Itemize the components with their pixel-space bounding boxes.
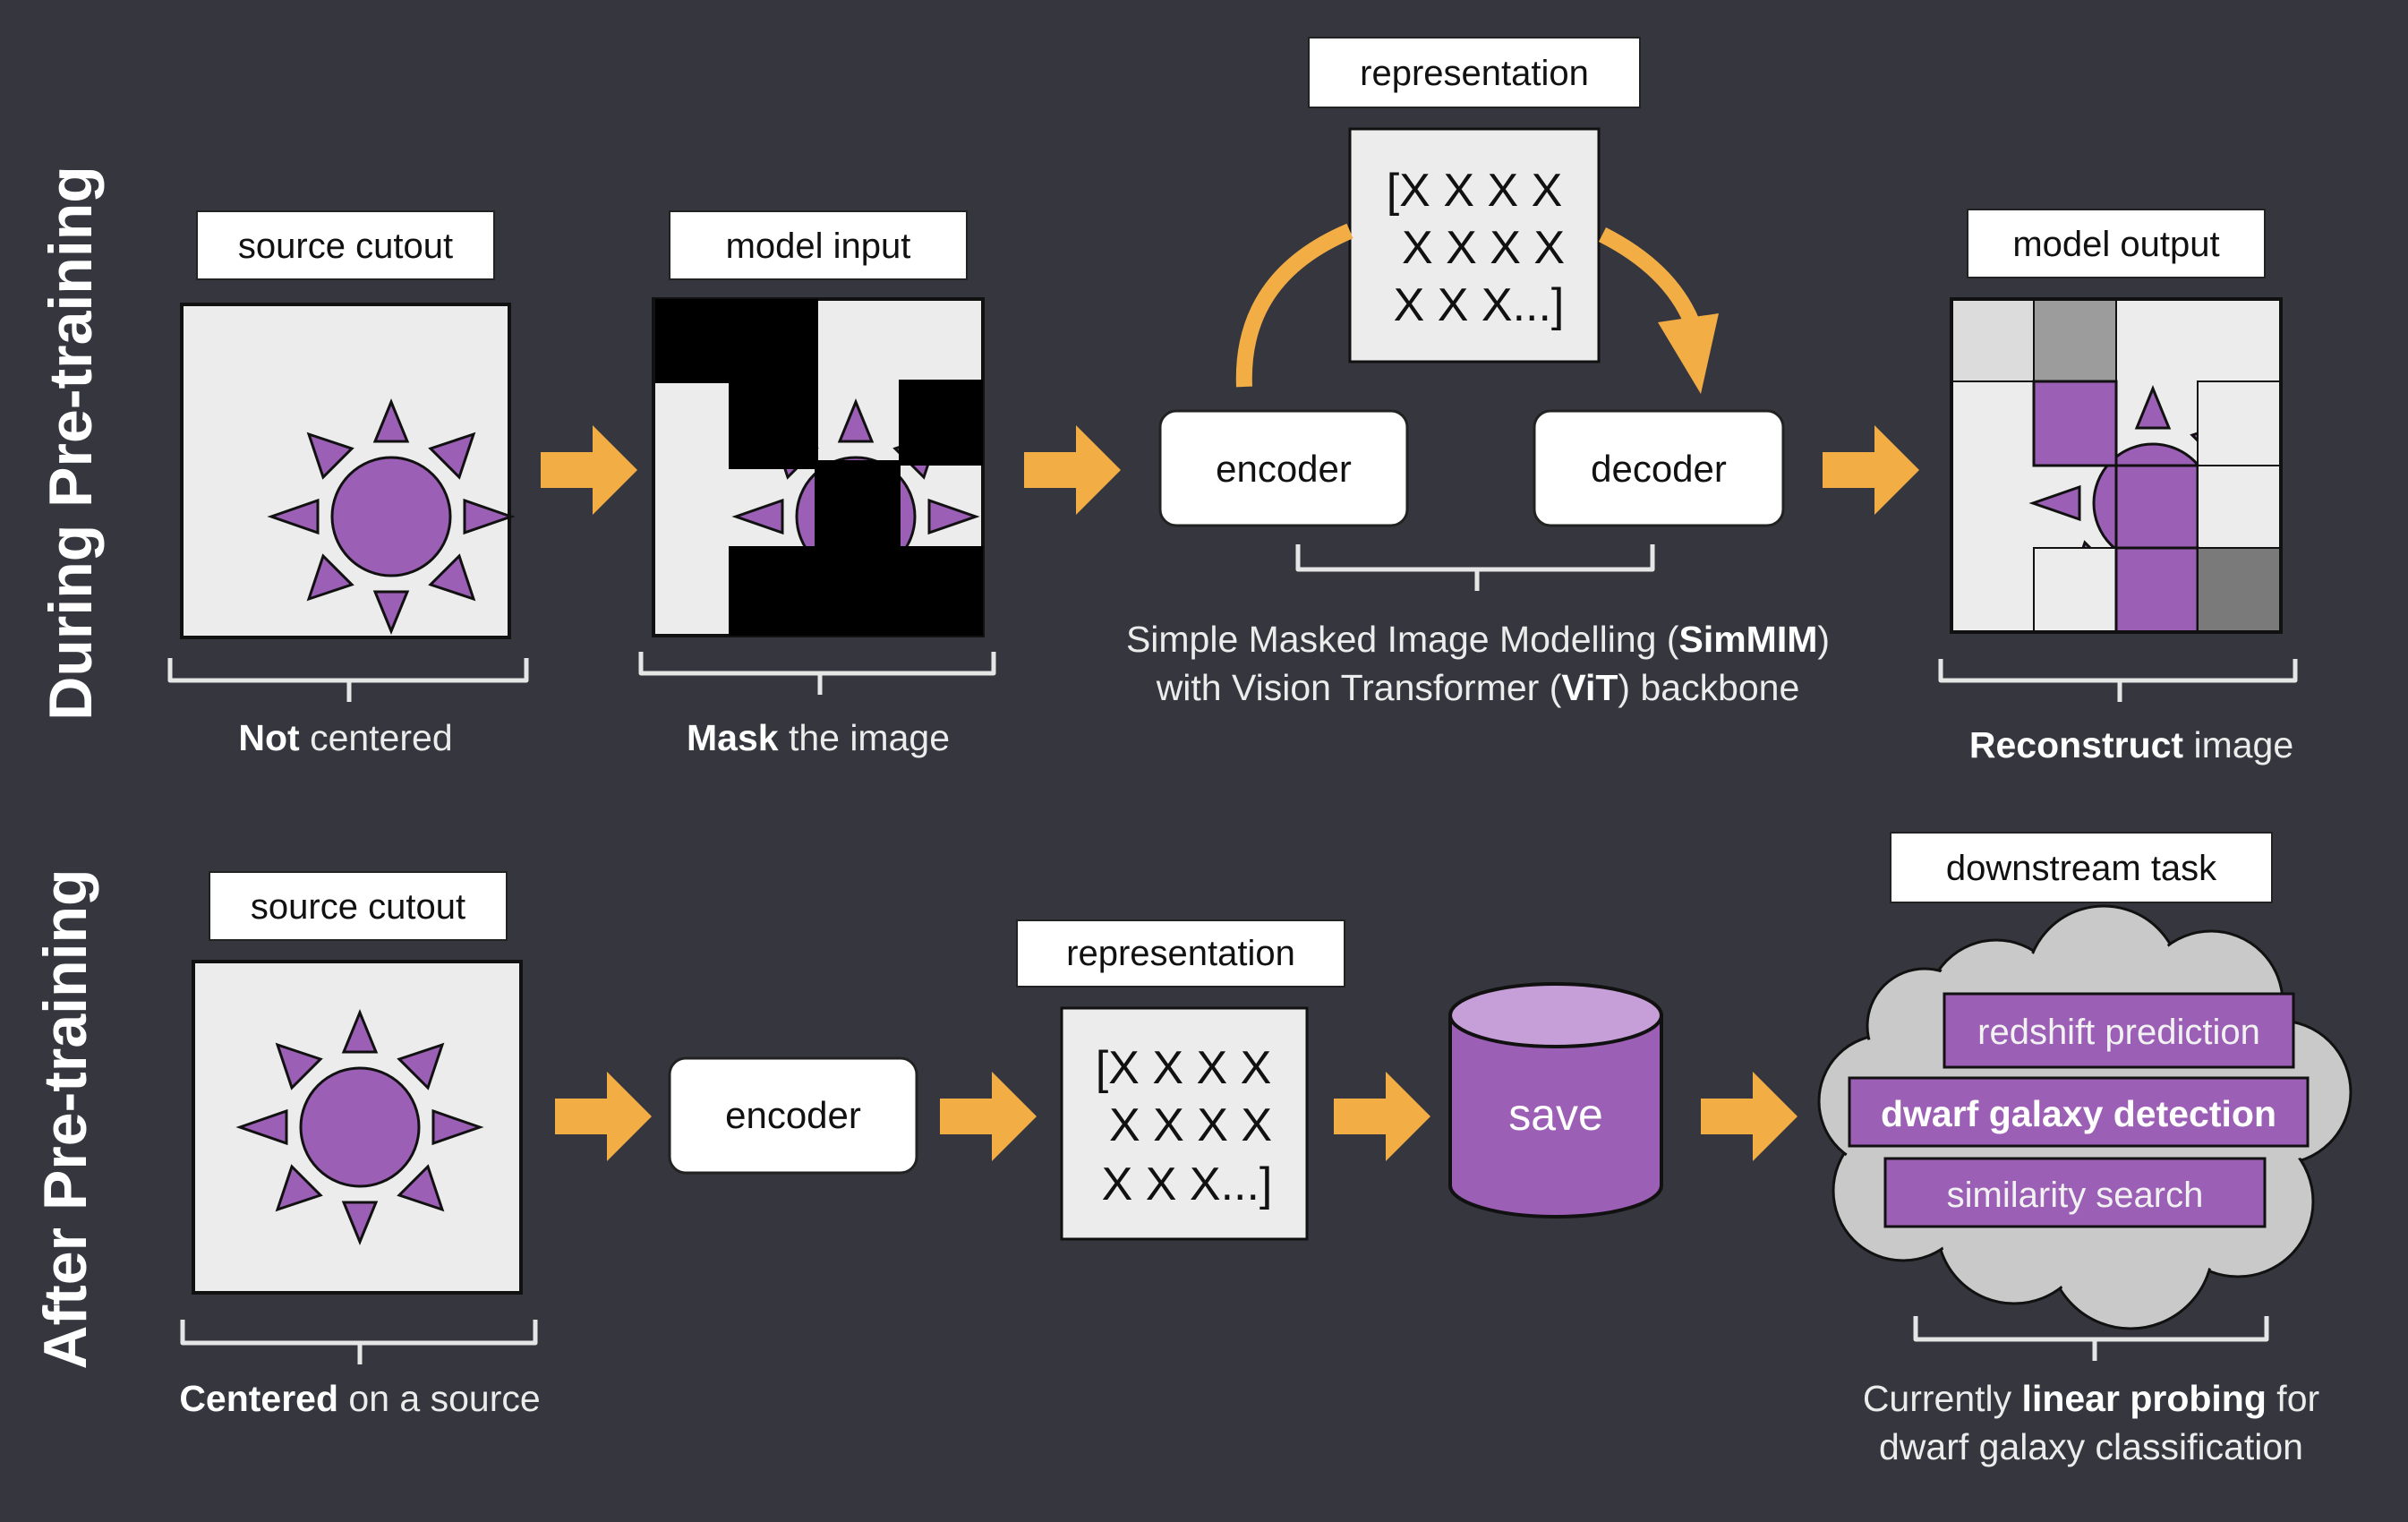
representation-box <box>1348 127 1601 363</box>
bottom-representation-label: representation <box>1066 934 1295 973</box>
caption-centered: Centered on a source <box>179 1378 540 1419</box>
arrow-right-icon <box>940 1072 1037 1161</box>
brace-linear-probing <box>1913 1316 2269 1361</box>
task-pill <box>1943 992 2295 1069</box>
bottom-representation-box <box>1060 1006 1309 1241</box>
task-label: dwarf galaxy detection <box>1881 1093 2276 1134</box>
arrow-right-icon <box>1024 425 1121 515</box>
downstream-label-box <box>1890 832 2273 903</box>
source-cutout-label: source cutout <box>238 227 453 266</box>
brace-not-centered <box>167 658 529 702</box>
curved-arrowhead <box>1658 313 1719 394</box>
task-label: similarity search <box>1947 1176 2204 1215</box>
method-line-2: with Vision Transformer (ViT) backbone <box>1156 667 1800 708</box>
arrow-right-icon <box>1334 1072 1430 1161</box>
model-output-label: model output <box>2012 225 2219 264</box>
brace-mask <box>638 652 996 695</box>
bottom-source-label: source cutout <box>251 887 465 927</box>
arrow-right-icon <box>1701 1072 1797 1161</box>
brace-reconstruct <box>1938 659 2298 702</box>
caption-mask: Mask the image <box>687 717 950 758</box>
arrow-right-icon <box>555 1072 652 1161</box>
curved-arrow-icon <box>1598 227 1700 326</box>
representation-line: X X X...] <box>1394 279 1565 331</box>
caption-reconstruct: Reconstruct image <box>1969 724 2293 765</box>
representation-line: [X X X X <box>1387 165 1563 217</box>
representation-label: representation <box>1360 54 1589 93</box>
save-label: save <box>1508 1090 1603 1140</box>
database-cylinder-icon <box>1448 982 1663 1218</box>
bottom-encoder-node <box>668 1056 918 1175</box>
decoder-node <box>1533 409 1785 527</box>
decoder-label: decoder <box>1591 448 1727 490</box>
section-title-pretraining: During Pre-training <box>37 166 105 721</box>
model-input-panel <box>652 297 985 637</box>
curved-arrow-icon <box>1235 223 1353 388</box>
task-pill <box>1883 1157 2267 1228</box>
arrow-right-icon <box>541 425 637 515</box>
encoder-node <box>1158 409 1409 527</box>
brace-simmim <box>1295 544 1655 591</box>
caption-not-centered: Not centered <box>238 717 452 758</box>
representation-line: X X X X <box>1402 222 1565 274</box>
source-cutout-label-box <box>196 210 495 280</box>
downstream-label: downstream task <box>1946 849 2217 888</box>
bottom-representation-line: X X X X <box>1109 1099 1272 1151</box>
model-output-label-box <box>1967 209 2266 278</box>
section-title-after: After Pre-training <box>31 868 99 1369</box>
method-line-1: Simple Masked Image Modelling (SimMIM) <box>1126 619 1830 660</box>
brace-centered <box>180 1320 538 1364</box>
downstream-caption-line-1: Currently linear probing for <box>1863 1378 2319 1419</box>
bottom-representation-label-box <box>1016 919 1345 988</box>
bottom-representation-line: X X X...] <box>1102 1159 1273 1210</box>
representation-label-box <box>1308 37 1641 108</box>
encoder-label: encoder <box>1216 448 1352 490</box>
bottom-source-label-box <box>209 871 508 941</box>
bottom-encoder-label: encoder <box>725 1094 861 1136</box>
task-pill <box>1848 1076 2310 1148</box>
model-input-label-box <box>669 210 968 280</box>
task-label: redshift prediction <box>1977 1013 2260 1052</box>
model-input-label: model input <box>726 227 911 266</box>
model-output-panel <box>1950 297 2283 634</box>
downstream-caption-line-2: dwarf galaxy classification <box>1879 1426 2303 1467</box>
bottom-representation-line: [X X X X <box>1096 1042 1272 1094</box>
arrow-right-icon <box>1823 425 1919 515</box>
